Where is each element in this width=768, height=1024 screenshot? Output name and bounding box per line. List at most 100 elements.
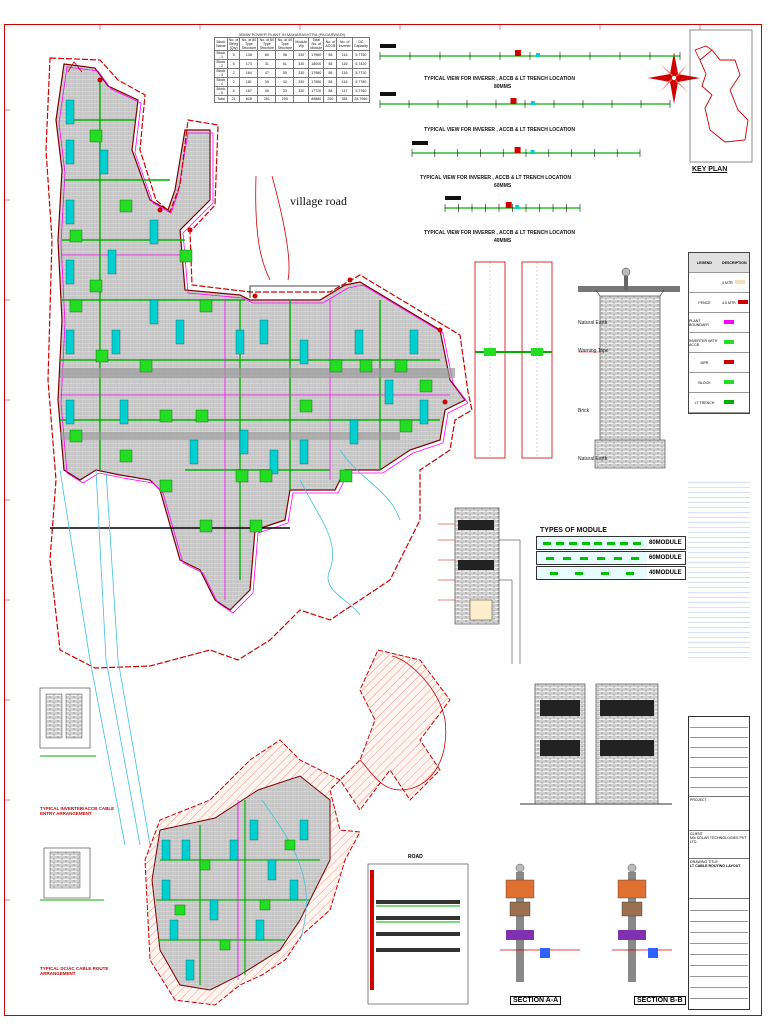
label-natural-earth: Natural Earth (578, 320, 608, 326)
legend-key-text: LT TRENCH (694, 400, 715, 405)
accb-block-marker (65, 199, 75, 225)
table-cell: 31 (257, 59, 277, 69)
cable-entry-caption: TYPICAL INVERTER/ACCB CABLE ENTRY ARRANG… (40, 806, 115, 816)
table-cell: 5.7420 (351, 59, 371, 69)
table-cell: Block - 2 (214, 59, 228, 69)
module-type-label: 80MODULE (649, 540, 682, 546)
inverter-marker (359, 359, 373, 373)
inverter-marker (299, 399, 313, 413)
legend-desc (720, 400, 749, 405)
inverter-marker (199, 519, 213, 533)
module-mark (549, 571, 558, 575)
legend-key-text: MPR (700, 360, 709, 365)
inverter-marker (69, 299, 83, 313)
module-type-label: 40MODULE (649, 570, 682, 576)
legend-key: LT TRENCH (689, 401, 720, 405)
accb-block-marker (149, 299, 159, 325)
table-cell: 330 (293, 68, 310, 78)
module-mark (568, 541, 577, 545)
table-cell: 58 (323, 59, 338, 69)
block-summary-table: 50MW POWER PLANT IN MAHARASHTRA (PAGARWA… (214, 32, 371, 103)
lower-accb-marker (255, 919, 265, 941)
table-title: 50MW POWER PLANT IN MAHARASHTRA (PAGARWA… (238, 32, 346, 37)
label-natural-earth-2: Natural Earth (578, 456, 608, 462)
legend-item: PLANT BOUNDARY (689, 313, 749, 333)
inverter-marker (259, 469, 273, 483)
legend-swatch (737, 300, 748, 304)
accb-block-marker (269, 449, 279, 475)
inverter-marker (249, 519, 263, 533)
tb-title-row: DRAWING TITLE LT CABLE ROUTING LAYOUT (689, 859, 749, 899)
legend-desc (720, 360, 749, 365)
inverter-marker (95, 349, 109, 363)
inverter-elevation-detail (438, 507, 521, 664)
module-mark (619, 541, 628, 545)
table-cell: 117 (336, 86, 353, 96)
table-cell: 80 (257, 50, 277, 60)
lower-inverter-marker (199, 859, 211, 871)
inverter-marker (69, 229, 83, 243)
trench-detail (474, 261, 680, 469)
sheet-grid-marks (4, 24, 701, 901)
inverter-marker (399, 419, 413, 433)
typical-view-title-1: TYPICAL VIEW FOR INVERER , ACCB & LT TRE… (424, 76, 575, 82)
table-cell: 17980 (308, 68, 325, 78)
key-plan-title: KEY PLAN (692, 166, 728, 173)
lower-accb-marker (249, 819, 259, 841)
legend-item: 4 MTR (689, 273, 749, 293)
inverter-marker (235, 469, 249, 483)
typical-accb-mark (536, 53, 540, 57)
typical-inverter-mark (505, 202, 512, 208)
module-type-row: 40MODULE (536, 566, 686, 580)
module-mark (613, 556, 622, 560)
accb-block-marker (99, 149, 109, 175)
table-cell: 33 (275, 86, 295, 96)
tb-project-label: PROJECT (690, 798, 707, 802)
dc-cable-caption: TYPICAL DC/AC CABLE ROUTE ARRANGEMENT (40, 966, 109, 976)
revision-table (689, 717, 749, 797)
legend-key: FENCE (689, 301, 720, 305)
table-cell: 330 (293, 86, 310, 96)
lower-accb-marker (267, 859, 277, 881)
typical-view-tag (380, 44, 396, 48)
lower-accb-marker (161, 879, 171, 901)
table-header-cell: No. of ACCB (323, 37, 338, 51)
table-cell: 167 (239, 86, 259, 96)
label-warning-tape: Warning Tape (578, 348, 609, 354)
accb-block-marker (175, 319, 185, 345)
boundary-point (347, 277, 353, 283)
inverter-marker (329, 359, 343, 373)
legend-item: BLOCK (689, 373, 749, 393)
legend-header: LEGEND DESCRIPTION (689, 253, 749, 273)
lower-accb-marker (299, 819, 309, 841)
tb-title-value: LT CABLE ROUTING LAYOUT (690, 864, 741, 868)
module-mark (545, 556, 554, 560)
tb-project-row: PROJECT (689, 797, 749, 831)
lower-accb-marker (169, 919, 179, 941)
module-mark (594, 541, 603, 545)
module-mark (632, 541, 641, 545)
inverter-accb-markers (65, 77, 448, 533)
table-cell: 205 (275, 95, 295, 103)
table-cell: Block - 1 (214, 50, 228, 60)
legend-desc (720, 320, 749, 325)
module-mark (607, 541, 616, 545)
inverter-marker (139, 359, 153, 373)
module-mark (626, 571, 635, 575)
section-aa-label: SECTION A-A (510, 996, 562, 1005)
table-cell: 21 (226, 95, 241, 103)
cable-corridor (59, 469, 151, 846)
table-cell: 50 (275, 68, 295, 78)
table-cell: 5.7760 (351, 86, 371, 96)
inverter-marker (89, 129, 103, 143)
typical-view-sub-1: 80MMS (494, 84, 512, 90)
lower-inverter-marker (259, 899, 271, 911)
accb-block-marker (299, 339, 309, 365)
lower-accb-marker (229, 839, 239, 861)
table-cell: 164 (239, 68, 259, 78)
table-header-cell: DC Capacity (351, 37, 371, 51)
lower-inverter-marker (284, 839, 296, 851)
